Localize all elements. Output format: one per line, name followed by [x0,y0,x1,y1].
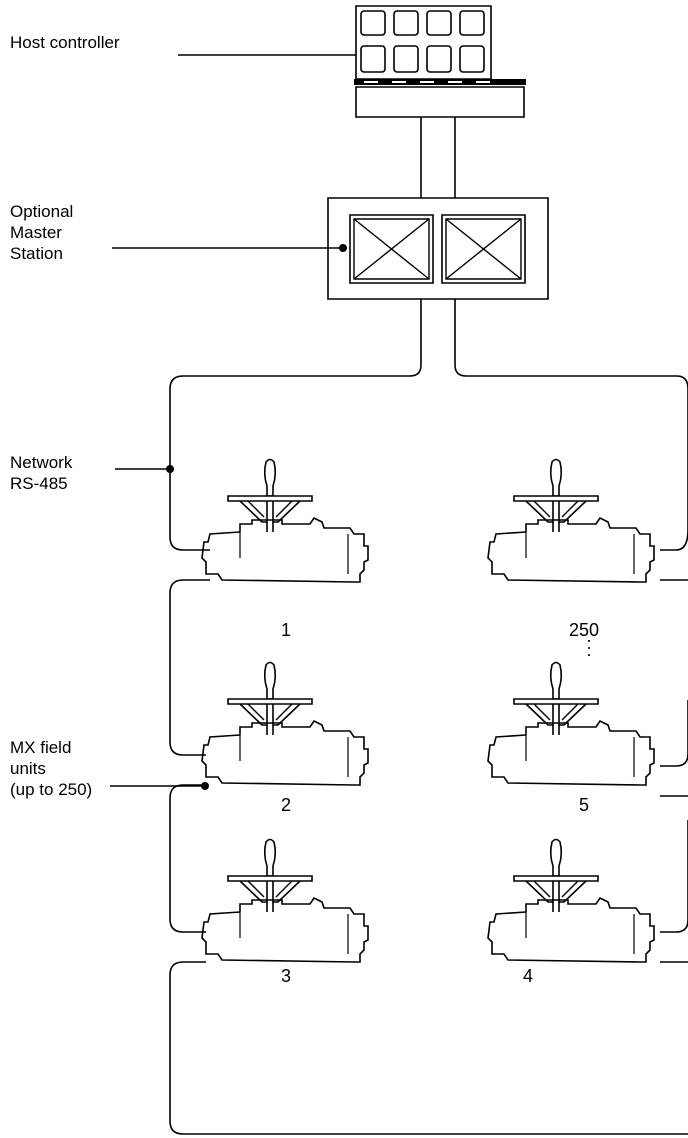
host-controller-text: Host controller [10,33,120,52]
network-cabling [170,299,688,1134]
unit-number-4: 4 [522,966,533,986]
unit-number-3: 3 [280,966,291,986]
field-units-line-2: units [10,759,46,778]
master-station-line-1: Optional [10,202,74,221]
network-dot [166,465,174,473]
master-station-line-2: Master [10,223,62,242]
host-controller-label: Host controller [10,32,120,53]
unit-number-5: 5 [578,795,589,815]
host-master-cable [421,117,455,198]
master-station-label: Optional Master Station [10,201,73,264]
field-units-line-1: MX field [10,738,72,757]
master-station [328,198,548,299]
unit-number-1: 1 [280,620,291,640]
unit-number-250: 250 [568,620,600,640]
field-unit-1 [201,458,369,583]
unit-number-2: 2 [280,795,291,815]
host-controller [354,6,526,117]
field-units-line-3: (up to 250) [10,780,93,799]
field-unit-3 [201,838,369,963]
field-unit-5 [487,661,655,786]
master-station-line-3: Station [10,244,63,263]
field-unit-4 [487,838,655,963]
network-line-2: RS-485 [10,474,68,493]
network-line-1: Network [10,453,73,472]
field-unit-250 [487,458,655,583]
master-station-dot [339,244,347,252]
field-unit-2 [201,661,369,786]
field-units-label: MX field units (up to 250) [10,737,92,800]
network-label: Network RS-485 [10,452,72,494]
field-units-dot [201,782,209,790]
